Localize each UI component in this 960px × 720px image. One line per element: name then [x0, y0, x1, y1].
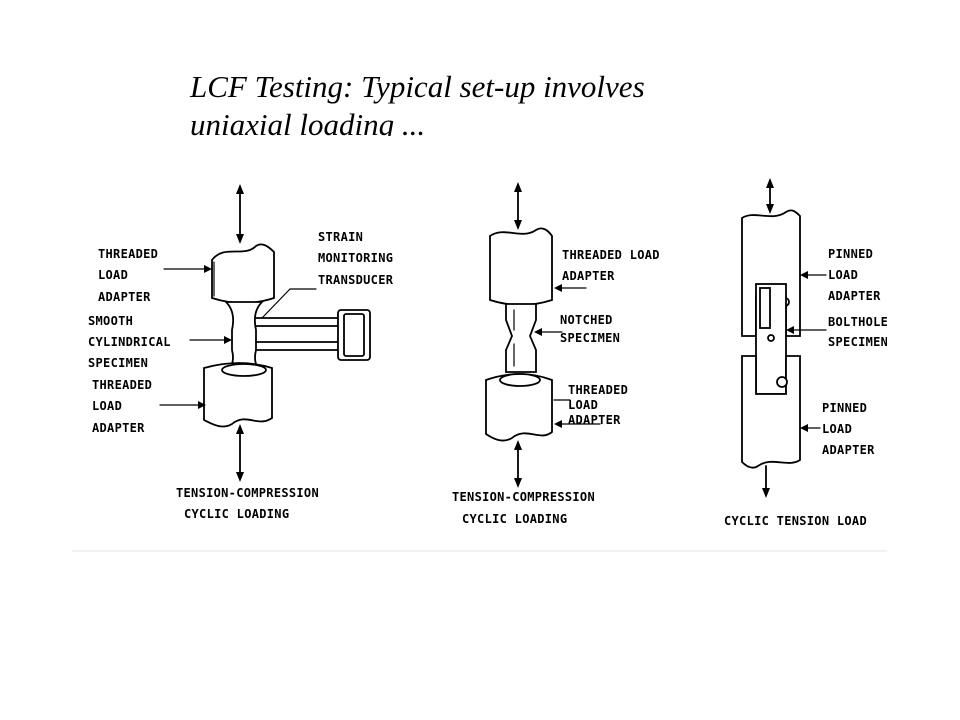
label-line: TENSION-COMPRESSION [452, 490, 595, 504]
label-line: LOAD [828, 268, 858, 282]
middle-notched-specimen [505, 303, 537, 373]
label-line: CYCLIC TENSION LOAD [724, 514, 867, 528]
label-line: ADAPTER [92, 421, 145, 435]
label-line: ADAPTER [568, 413, 621, 427]
title-line-1: LCF Testing: Typical set-up involves [190, 69, 645, 104]
label-line: SMOOTH [88, 314, 133, 328]
label-line: THREADED [92, 378, 152, 392]
right-pinned-bottom-label: PINNED LOAD ADAPTER [822, 401, 875, 457]
left-threaded-top-label: THREADED LOAD ADAPTER [98, 247, 158, 304]
left-specimen-label: SMOOTH CYLINDRICAL SPECIMEN [88, 314, 171, 370]
label-line: LOAD [568, 398, 598, 412]
right-specimen-label: BOLTHOLE SPECIMEN [828, 315, 888, 349]
label-line: THREADED [568, 383, 628, 397]
left-top-adapter [211, 243, 275, 304]
right-bottom-arrow [762, 465, 770, 498]
label-line: CYLINDRICAL [88, 335, 171, 349]
label-line: LOAD [92, 399, 122, 413]
right-bottom-pinned-adapter [741, 355, 801, 469]
label-line: NOTCHED [560, 313, 613, 327]
middle-top-adapter [489, 227, 553, 306]
left-loading-label: TENSION-COMPRESSION CYCLIC LOADING [176, 486, 319, 521]
left-setup: THREADED LOAD ADAPTER STRAIN MONITORING … [88, 184, 394, 521]
label-line: THREADED [98, 247, 158, 261]
right-top-arrow [766, 178, 774, 214]
left-bottom-adapter [203, 362, 273, 428]
label-line: SPECIMEN [88, 356, 148, 370]
label-line: STRAIN [318, 230, 363, 244]
left-top-arrow [236, 184, 244, 244]
label-line: LOAD [822, 422, 852, 436]
label-line: CYCLIC LOADING [184, 507, 289, 521]
middle-setup: THREADED LOAD ADAPTER NOTCHED SPECIMEN T… [452, 182, 660, 526]
label-line: ADAPTER [822, 443, 875, 457]
title-line-2: uniaxial loading ... [190, 107, 426, 136]
slide-title: LCF Testing: Typical set-up involves uni… [190, 68, 750, 136]
label-line: PINNED [822, 401, 867, 415]
label-line: PINNED [828, 247, 873, 261]
label-line: ADAPTER [562, 269, 615, 283]
right-pinned-top-label: PINNED LOAD ADAPTER [828, 247, 881, 303]
middle-specimen-label: NOTCHED SPECIMEN [560, 313, 620, 345]
label-line: TENSION-COMPRESSION [176, 486, 319, 500]
right-loading-label: CYCLIC TENSION LOAD [724, 514, 867, 528]
middle-bottom-arrow [514, 440, 522, 488]
label-line: LOAD [98, 268, 128, 282]
left-bottom-arrow [236, 424, 244, 482]
strain-transducer [255, 309, 371, 361]
label-line: MONITORING [318, 251, 393, 265]
label-line: ADAPTER [828, 289, 881, 303]
middle-loading-label: TENSION-COMPRESSION CYCLIC LOADING [452, 490, 595, 526]
label-line: SPECIMEN [560, 331, 620, 345]
left-threaded-bottom-label: THREADED LOAD ADAPTER [92, 378, 152, 435]
middle-top-arrow [514, 182, 522, 230]
label-line: BOLTHOLE [828, 315, 888, 329]
left-strain-label: STRAIN MONITORING TRANSDUCER [318, 230, 394, 287]
right-setup: PINNED LOAD ADAPTER BOLTHOLE SPECIMEN PI… [724, 178, 888, 528]
label-line: SPECIMEN [828, 335, 888, 349]
middle-threaded-bottom-label: THREADED LOAD ADAPTER [568, 383, 628, 427]
label-line: THREADED LOAD [562, 248, 660, 262]
label-line: CYCLIC LOADING [462, 512, 567, 526]
middle-threaded-top-label: THREADED LOAD ADAPTER [562, 248, 660, 283]
label-line: TRANSDUCER [318, 273, 394, 287]
label-line: ADAPTER [98, 290, 151, 304]
